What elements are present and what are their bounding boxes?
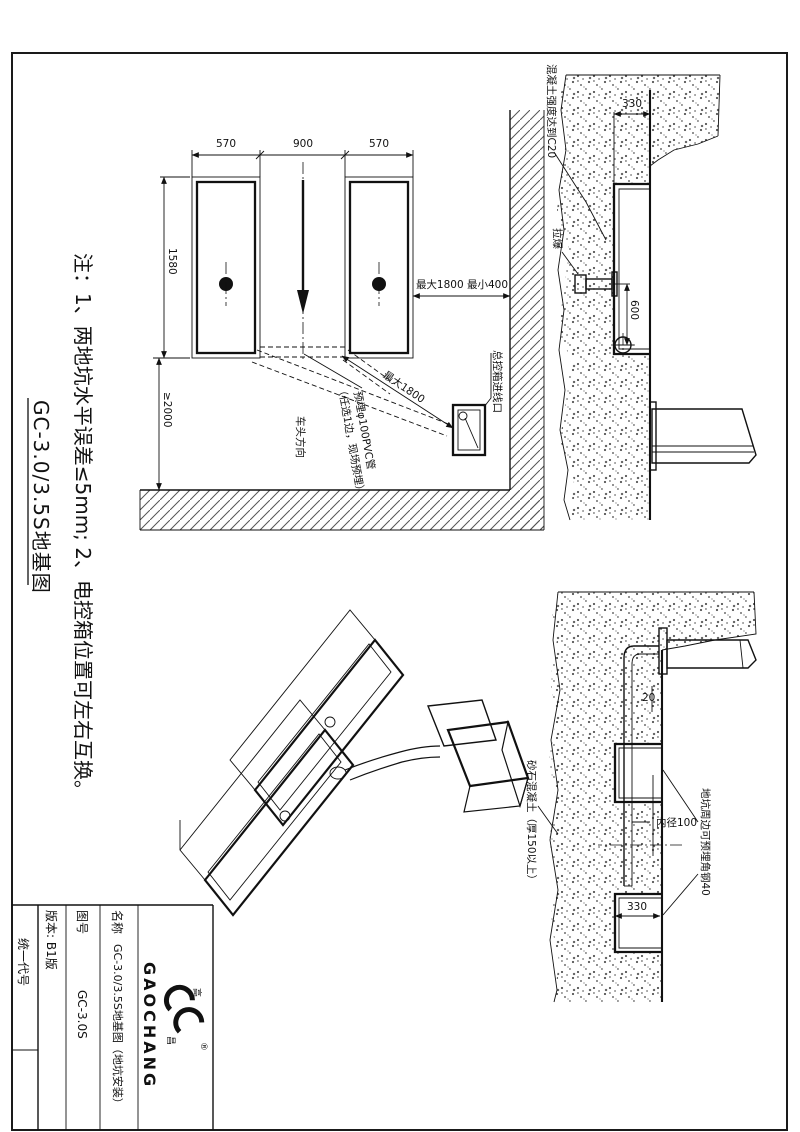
section-a: 拉爆 330 600 混凝土强度达到C20 — [545, 64, 757, 521]
isometric-view — [179, 609, 530, 917]
dim-1580: 1580 — [166, 248, 178, 275]
drawing-title: GC-3.0/3.5S地基图 — [27, 398, 53, 594]
name-label: 名称 — [110, 910, 125, 934]
iso-conduit — [344, 745, 441, 771]
control-box-section-a — [649, 401, 757, 471]
unified-code-label: 统一代号 — [16, 938, 30, 986]
dim-wall-clearance: 最大1800 最小400 — [416, 278, 508, 291]
car-direction-label: 车头方向 — [294, 416, 307, 458]
control-box-plan — [451, 403, 487, 457]
pit1-liner — [613, 742, 661, 804]
iso-control-box — [427, 699, 530, 813]
control-box-section-b — [658, 627, 757, 675]
concrete-strength-label: 混凝土强度达到C20 — [545, 64, 558, 158]
section-a-pit-cavity — [614, 184, 649, 354]
note-text: 注：1、两地坑水平误差≤5mm; 2、电控箱位置可左右互换。 — [71, 253, 95, 800]
iso-pit-near — [229, 609, 405, 827]
dim-900: 900 — [293, 138, 313, 150]
dim-20: 20 — [642, 692, 655, 704]
brand-cn-bottom: 昌 — [165, 1036, 176, 1045]
version-text: 版本: B1版 — [44, 910, 58, 970]
car-direction-arrow — [297, 290, 309, 314]
name-value: GC-3.0/3.5S地基图（地坑安装） — [111, 944, 125, 1109]
drawing-title-text: GC-3.0/3.5S地基图 — [29, 400, 53, 594]
title-block: 高 昌 ® GAOCHANG 名称 GC-3.0/3.5S地基图（地坑安装） 图… — [12, 904, 214, 1130]
section-b: 20 内径100 330 地坑周边可预埋角钢40 砂石混凝土（厚150以上） — [525, 591, 757, 1003]
section-b-pit1-cavity — [615, 744, 661, 802]
dim-ge2000: ≥2000 — [161, 392, 173, 428]
wall-top — [510, 110, 544, 530]
conduit-pipe-inner — [631, 653, 659, 886]
angle-steel-label: 地坑周边可预埋角钢40 — [699, 788, 712, 896]
iso-pit-far — [179, 699, 355, 917]
gaochang-logo: 高 昌 ® GAOCHANG — [140, 962, 208, 1089]
dim-330-b: 330 — [627, 901, 647, 913]
section-a-pit-liner — [612, 182, 649, 356]
pipe-id-label: 内径100 — [656, 816, 697, 829]
brand-symbol-icon — [164, 984, 205, 1034]
brand-cn-top: 高 — [191, 988, 203, 997]
brand-name: GAOCHANG — [140, 962, 159, 1089]
bottom-concrete-label: 砂石混凝土（厚150以上） — [525, 760, 538, 885]
inlet-label: 总控箱进线口 — [491, 350, 504, 413]
dim-570-bottom: 570 — [216, 138, 236, 150]
wall-right — [140, 490, 544, 530]
dim-330-a: 330 — [622, 98, 642, 110]
drawing-no-label: 图号 — [75, 910, 89, 934]
section-b-pit2-cavity — [615, 894, 661, 952]
pit-rect-lower — [191, 176, 261, 359]
dim-570-top: 570 — [369, 138, 389, 150]
conduit-pipe-outer — [623, 645, 659, 886]
anchor-label: 拉爆 — [551, 228, 564, 249]
drawing-border — [11, 52, 788, 1131]
registered-mark: ® — [198, 1042, 208, 1051]
dim-600: 600 — [628, 300, 640, 320]
drawing-no-value: GC-3.0S — [75, 990, 89, 1039]
pit2-liner — [613, 892, 661, 954]
